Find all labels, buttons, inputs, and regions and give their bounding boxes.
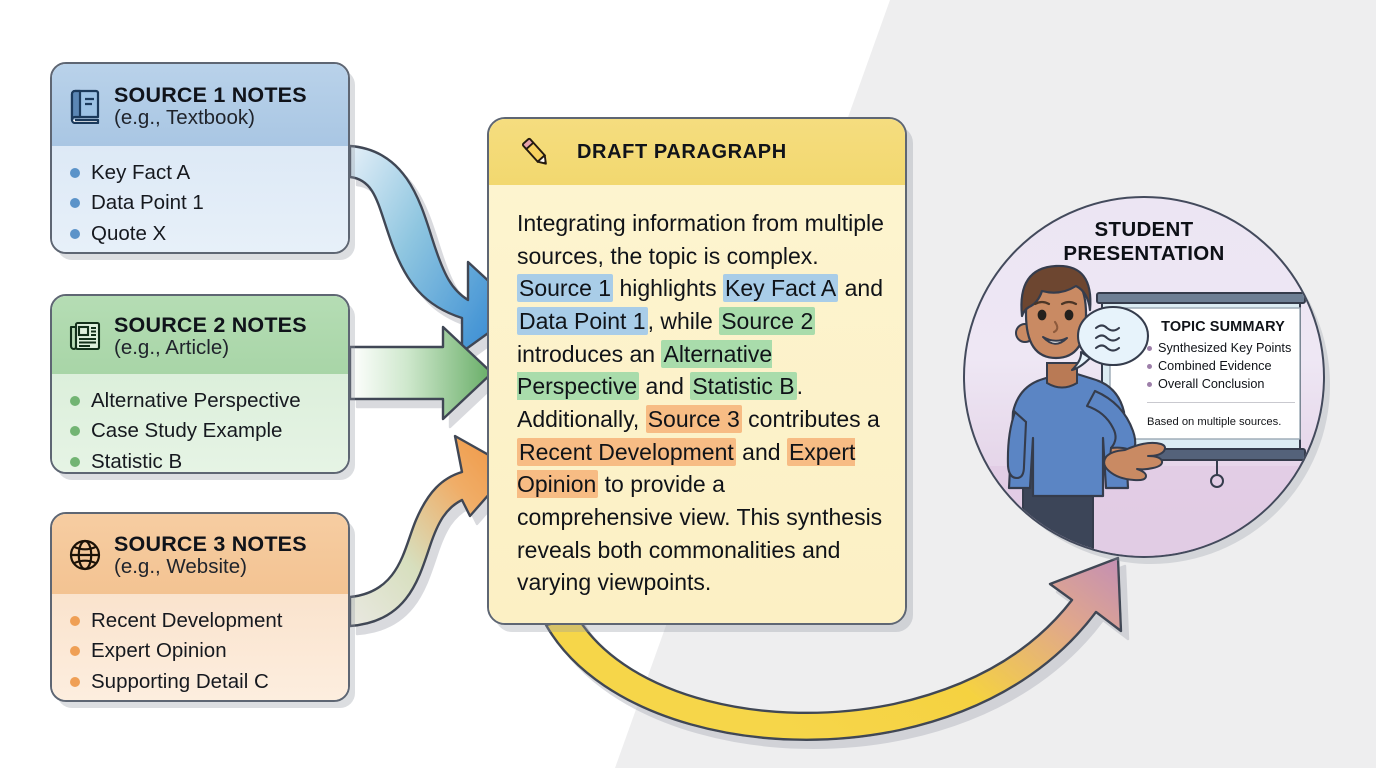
slide-content: TOPIC SUMMARY Synthesized Key Points Com… bbox=[1147, 319, 1299, 428]
bullet-dot bbox=[70, 676, 80, 687]
book-icon bbox=[68, 88, 102, 125]
highlighted-phrase-orange: Source 3 bbox=[645, 404, 742, 433]
list-item-label: Data Point 1 bbox=[91, 191, 204, 215]
source-3-header: SOURCE 3 NOTES (e.g., Website) bbox=[52, 514, 348, 594]
source-1-subtitle: (e.g., Textbook) bbox=[114, 105, 255, 129]
draft-paragraph-text: Integrating information from multiple so… bbox=[489, 185, 905, 623]
bullet-dot bbox=[1147, 363, 1152, 369]
bullet-dot bbox=[70, 228, 80, 239]
draft-header: DRAFT PARAGRAPH bbox=[489, 119, 905, 185]
list-item-label: Case Study Example bbox=[91, 419, 283, 443]
list-item-label: Quote X bbox=[91, 221, 167, 245]
list-item-label: Supporting Detail C bbox=[91, 669, 269, 693]
list-item-label: Expert Opinion bbox=[91, 639, 227, 663]
slide-bullet: Combined Evidence bbox=[1147, 357, 1299, 375]
bullet-dot bbox=[1147, 381, 1152, 387]
list-item: Expert Opinion bbox=[70, 636, 348, 666]
slide-bullet-label: Overall Conclusion bbox=[1158, 377, 1265, 392]
source-1-bullets: Key Fact A Data Point 1 Quote X bbox=[52, 146, 348, 252]
list-item: Recent Development bbox=[70, 606, 348, 636]
highlighted-phrase-blue: Key Fact A bbox=[723, 274, 839, 303]
list-item: Supporting Detail C bbox=[70, 667, 348, 697]
student-figure bbox=[1006, 264, 1166, 556]
presentation-title-line1: STUDENT bbox=[1094, 218, 1194, 241]
speech-bubble-icon bbox=[1070, 305, 1150, 372]
source-2-bullets: Alternative Perspective Case Study Examp… bbox=[52, 374, 348, 473]
source-2-subtitle: (e.g., Article) bbox=[114, 335, 230, 359]
source-3-title: SOURCE 3 NOTES bbox=[114, 531, 307, 556]
source-2-header: SOURCE 2 NOTES (e.g., Article) bbox=[52, 296, 348, 374]
presentation-title: STUDENT PRESENTATION bbox=[965, 218, 1323, 266]
source-3-subtitle: (e.g., Website) bbox=[114, 554, 247, 578]
slide-footnote: Based on multiple sources. bbox=[1147, 416, 1282, 429]
highlighted-phrase-orange: Recent Development bbox=[517, 437, 736, 466]
source-3-notes-card[interactable]: SOURCE 3 NOTES (e.g., Website) Recent De… bbox=[50, 512, 350, 702]
bullet-dot bbox=[70, 456, 80, 467]
source-2-notes-card[interactable]: SOURCE 2 NOTES (e.g., Article) Alternati… bbox=[50, 294, 350, 474]
list-item: Quote X bbox=[70, 219, 348, 249]
source-2-title: SOURCE 2 NOTES bbox=[114, 312, 307, 337]
source-1-header: SOURCE 1 NOTES (e.g., Textbook) bbox=[52, 64, 348, 146]
slide-bullet: Synthesized Key Points bbox=[1147, 339, 1299, 357]
slide-title: TOPIC SUMMARY bbox=[1161, 319, 1285, 335]
list-item: Alternative Perspective bbox=[70, 386, 348, 416]
bullet-dot bbox=[70, 198, 80, 209]
source-1-title: SOURCE 1 NOTES bbox=[114, 82, 307, 107]
list-item-label: Alternative Perspective bbox=[91, 389, 301, 412]
globe-icon bbox=[68, 538, 102, 572]
list-item: Statistic B bbox=[70, 447, 348, 473]
arrow-source2-to-draft bbox=[348, 325, 494, 421]
bullet-dot bbox=[70, 396, 80, 407]
slide-bullet-label: Synthesized Key Points bbox=[1158, 341, 1292, 355]
bullet-dot bbox=[70, 168, 80, 179]
highlighted-phrase-green: Statistic B bbox=[690, 372, 797, 401]
pencil-icon bbox=[515, 132, 555, 172]
slide-bullet-label: Combined Evidence bbox=[1158, 359, 1272, 374]
presentation-title-line2: PRESENTATION bbox=[1063, 241, 1225, 265]
source-3-bullets: Recent Development Expert Opinion Suppor… bbox=[52, 594, 348, 700]
newspaper-icon bbox=[68, 319, 102, 353]
student-presentation-circle[interactable]: STUDENT PRESENTATION bbox=[963, 196, 1325, 558]
list-item: Key Fact A bbox=[70, 158, 348, 188]
slide-bullet: Overall Conclusion bbox=[1147, 375, 1299, 393]
list-item: Case Study Example bbox=[70, 416, 348, 446]
slide-divider bbox=[1147, 402, 1295, 404]
highlighted-phrase-blue: Source 1 bbox=[517, 274, 614, 303]
list-item-label: Statistic B bbox=[91, 449, 183, 473]
list-item-label: Key Fact A bbox=[91, 161, 191, 184]
source-1-notes-card[interactable]: SOURCE 1 NOTES (e.g., Textbook) Key Fact… bbox=[50, 62, 350, 254]
arrow-draft-to-presentation bbox=[544, 556, 1123, 741]
bullet-dot bbox=[1147, 345, 1152, 351]
draft-paragraph-card[interactable]: DRAFT PARAGRAPH Integrating information … bbox=[487, 117, 907, 625]
bullet-dot bbox=[70, 646, 80, 657]
highlighted-phrase-green: Source 2 bbox=[719, 306, 816, 335]
list-item-label: Recent Development bbox=[91, 609, 283, 632]
bullet-dot bbox=[70, 426, 80, 437]
list-item: Data Point 1 bbox=[70, 188, 348, 218]
draft-title: DRAFT PARAGRAPH bbox=[577, 140, 787, 163]
highlighted-phrase-blue: Data Point 1 bbox=[517, 306, 648, 335]
presentation-illustration bbox=[965, 264, 1323, 556]
bullet-dot bbox=[70, 616, 80, 627]
